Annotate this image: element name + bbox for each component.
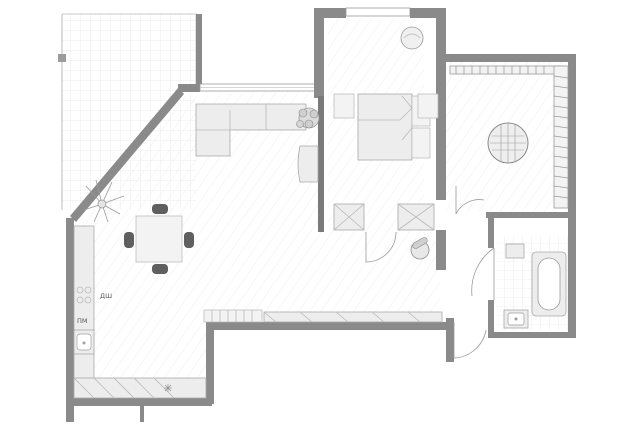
bedroom-stool [400,26,424,50]
palm-plant-icon [83,179,125,223]
round-rug-icon [487,122,529,164]
desk-chair [410,237,430,260]
potted-plant-icon [296,107,320,129]
walls [66,7,576,422]
bed[interactable] [333,93,439,161]
kitchen-counter-bottom [73,377,207,399]
wardrobe-rails [449,65,569,209]
bedroom-dressers [333,203,435,231]
kitchen-counter-left [73,225,95,399]
armchair[interactable] [297,145,319,183]
snowflake-icon [164,384,172,392]
doors [365,186,495,359]
dishwasher-label: ДШ [100,292,112,300]
washbasin [503,243,529,329]
sofa[interactable] [195,103,307,157]
stairs [203,309,263,323]
stove-icon [76,286,92,304]
tv-cabinet [263,311,443,323]
bathtub [531,251,567,317]
dining-set[interactable] [124,204,194,274]
washing-machine-label: ПМ [77,317,88,325]
